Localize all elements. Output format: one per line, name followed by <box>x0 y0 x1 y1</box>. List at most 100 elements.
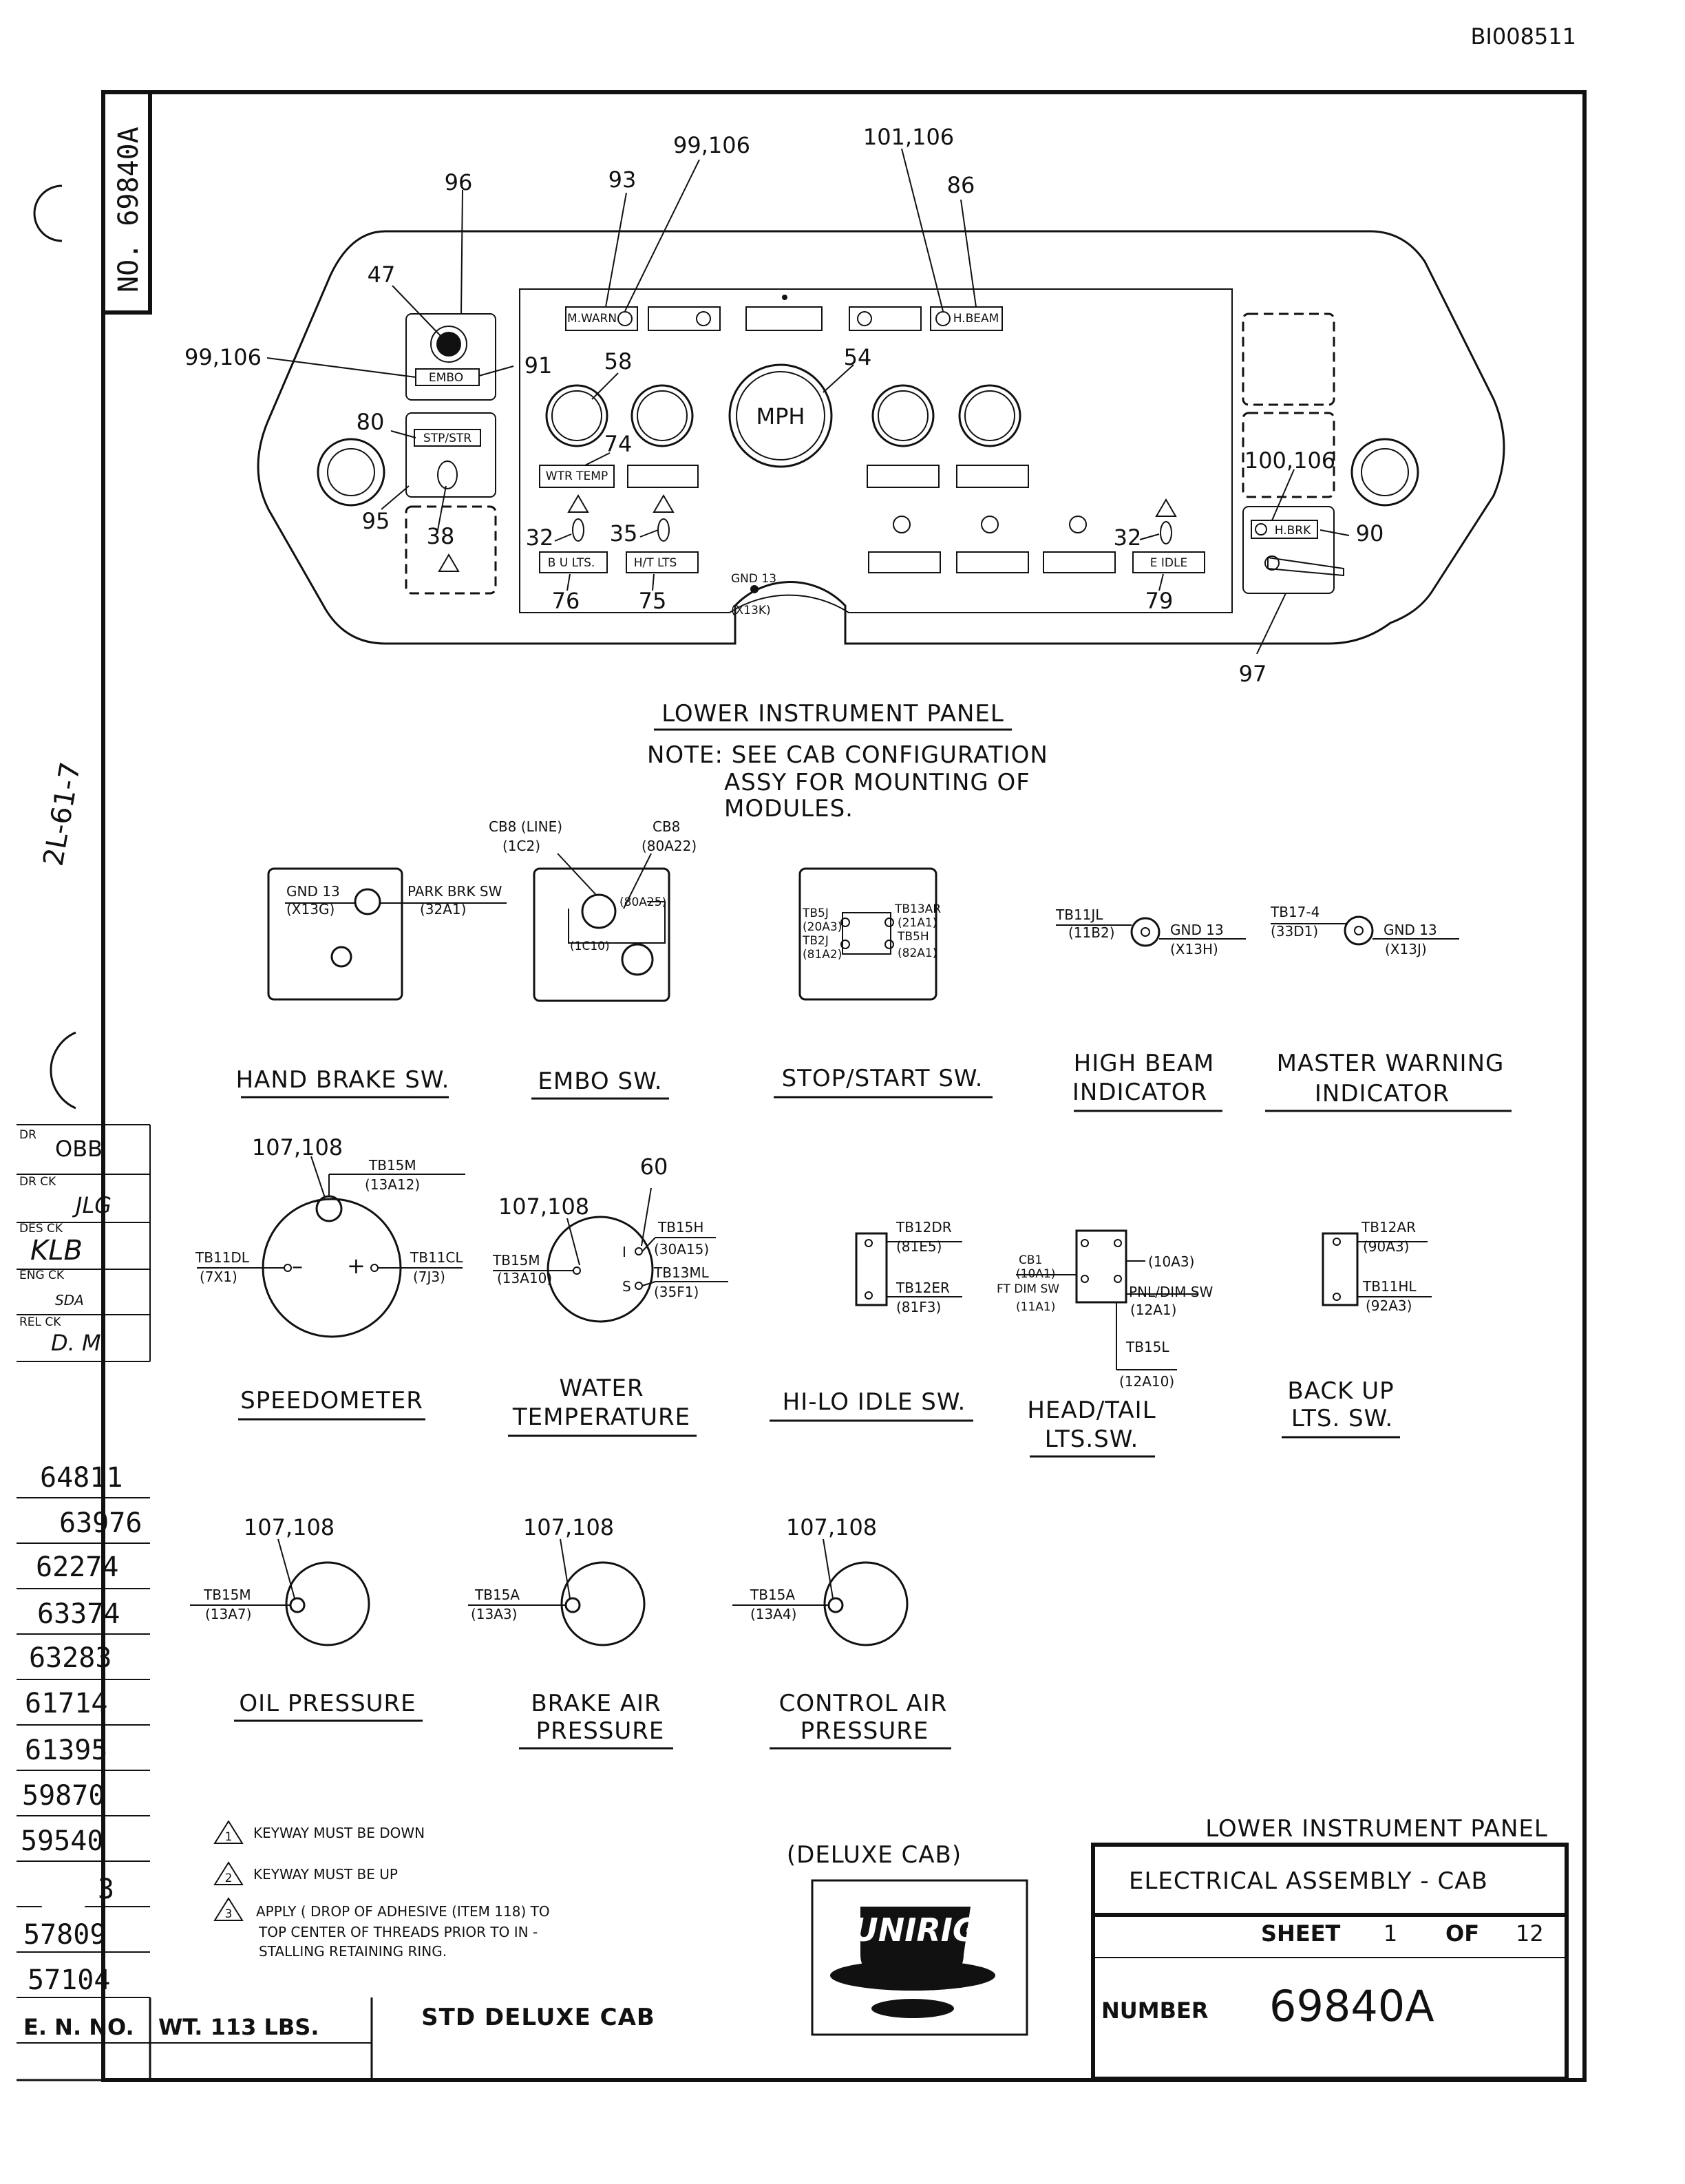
callout-86: 86 <box>947 172 975 198</box>
punch-mark-top <box>33 184 63 242</box>
drawing-number: 69840A <box>1269 1981 1434 2031</box>
water-temp-callout-leader <box>566 1218 580 1266</box>
speedometer-bezel <box>736 371 825 460</box>
water-temp-r1-code: (30A15) <box>654 1241 709 1258</box>
blank-plate-9 <box>1043 551 1116 573</box>
master-warning-lamp <box>617 311 633 326</box>
hand-brake-switch-terminal <box>354 888 381 915</box>
logo-base <box>871 1999 954 2018</box>
relck-value: D. M. <box>51 1330 108 1356</box>
stop-start-key <box>437 460 458 489</box>
right-air-vent <box>1350 438 1419 507</box>
leader-74 <box>584 452 611 466</box>
embo-plate-label: EMBO <box>429 371 463 385</box>
embo-switch-body <box>533 867 670 1002</box>
ht-r2-code: (12A1) <box>1130 1302 1176 1318</box>
speedometer-minus: – <box>292 1253 303 1279</box>
sheet-label: SHEET <box>1261 1920 1341 1947</box>
back-up-switch-body <box>1322 1232 1359 1306</box>
hand-brake-switch-body <box>267 867 403 1001</box>
en-number-12: 57104 <box>28 1964 110 1996</box>
h-beam-label: H.BEAM <box>953 312 999 326</box>
control-air-code: (13A4) <box>750 1606 796 1622</box>
note3-triangle-icon <box>213 1897 244 1921</box>
callout-58: 58 <box>604 348 633 374</box>
blank-plate-2 <box>745 306 823 331</box>
title-block-title2: ELECTRICAL ASSEMBLY - CAB <box>1129 1867 1488 1895</box>
callout-74: 74 <box>604 431 633 457</box>
water-temp-60-leader <box>641 1187 652 1247</box>
panel-note-line-3: MODULES. <box>724 795 854 823</box>
brake-air-term: TB15A <box>474 1587 520 1603</box>
indicator-lamp-a <box>893 516 911 533</box>
bu-r1: TB12AR <box>1361 1219 1416 1236</box>
head-tail-terminal-4 <box>1114 1275 1122 1283</box>
hb-ind-right: GND 13 <box>1170 922 1224 938</box>
embo-module <box>405 313 496 401</box>
water-temp-s-wire <box>642 1281 656 1286</box>
wtr-temp-label: WTR TEMP <box>546 469 608 483</box>
optional-module-right-top <box>1242 312 1335 406</box>
bu-r2: TB11HL <box>1362 1278 1417 1295</box>
mph-label: MPH <box>756 403 805 430</box>
water-temp-title-2: TEMPERATURE <box>512 1403 690 1431</box>
callout-75: 75 <box>639 588 667 614</box>
e-idle-label: E IDLE <box>1150 556 1187 570</box>
hand-brake-title: HAND BRAKE SW. <box>236 1066 450 1094</box>
logo-hat-brim <box>830 1960 995 1991</box>
mw-left: TB17-4 <box>1270 904 1320 920</box>
oil-callout: 107,108 <box>244 1514 335 1540</box>
control-air-title-1: CONTROL AIR <box>779 1690 948 1717</box>
head-tail-switch-diagram: CB1 (10A1) FT DIM SW (11A1) (10A3) PNL/D… <box>997 1229 1214 1458</box>
control-air-title-2: PRESSURE <box>801 1717 929 1745</box>
right-air-vent-inner <box>1361 448 1409 496</box>
water-temp-left: TB15M <box>492 1252 540 1269</box>
water-temp-r1: TB15H <box>657 1219 703 1236</box>
note2-triangle-icon <box>213 1861 244 1885</box>
hand-brake-switch-knob <box>330 946 352 968</box>
note2-number: 2 <box>225 1872 233 1885</box>
control-air-callout-leader <box>823 1538 834 1599</box>
hi-lo-r1-code: (81E5) <box>896 1238 942 1255</box>
callout-97: 97 <box>1239 661 1267 687</box>
leader-90 <box>1320 529 1350 536</box>
leader-76 <box>566 573 571 591</box>
control-air-gauge-bezel <box>964 390 1015 441</box>
hb-ind-lamp-center <box>1141 927 1150 937</box>
leader-47 <box>392 285 443 338</box>
embo-t1: (80A25) <box>619 895 666 909</box>
hb-ind-left-code: (11B2) <box>1068 924 1115 941</box>
punch-mark-middle <box>50 1031 76 1110</box>
title-block: LOWER INSTRUMENT PANEL ELECTRICAL ASSEMB… <box>1091 1815 1569 2081</box>
drck-label: DR CK <box>19 1175 56 1189</box>
note1-number: 1 <box>225 1830 233 1844</box>
stop-start-title: STOP/START SW. <box>782 1065 984 1092</box>
head-tail-terminal-2 <box>1114 1239 1122 1247</box>
ss-l1: TB5J <box>802 907 829 920</box>
engck-value: SDA <box>55 1292 84 1308</box>
note3-line-1: APPLY ( DROP OF ADHESIVE (ITEM 118) TO <box>256 1903 550 1920</box>
leader-97 <box>1256 593 1286 655</box>
ss-l4: (81A2) <box>803 948 842 962</box>
head-tail-terminal-1 <box>1081 1239 1089 1247</box>
panel-note-line-1: NOTE: SEE CAB CONFIGURATION <box>647 741 1048 769</box>
en-number-1: 64811 <box>40 1462 123 1494</box>
h-brk-plate <box>1251 520 1318 539</box>
title-block-title1: LOWER INSTRUMENT PANEL <box>1205 1815 1548 1843</box>
high-beam-lamp <box>935 311 951 326</box>
speedometer-right: TB11CL <box>410 1249 463 1266</box>
mw-right: GND 13 <box>1384 922 1437 938</box>
embo-cb8-leader <box>623 853 652 909</box>
hb-park: PARK BRK SW <box>407 883 502 900</box>
note2-text: KEYWAY MUST BE UP <box>253 1866 398 1883</box>
head-tail-terminal-3 <box>1081 1275 1089 1283</box>
leader-54 <box>823 364 854 393</box>
control-air-term: TB15A <box>750 1587 795 1603</box>
back-up-title-2: LTS. SW. <box>1291 1405 1393 1432</box>
callout-95: 95 <box>362 508 390 534</box>
embo-cb8-line-code: (1C2) <box>502 838 540 854</box>
number-label: NUMBER <box>1101 1997 1209 2024</box>
control-air-terminal <box>827 1597 844 1613</box>
high-beam-indicator-diagram: TB11JL (11B2) GND 13 (X13H) HIGH BEAM IN… <box>1055 907 1246 1112</box>
deluxe-cab-label: (DELUXE CAB) <box>787 1841 962 1869</box>
